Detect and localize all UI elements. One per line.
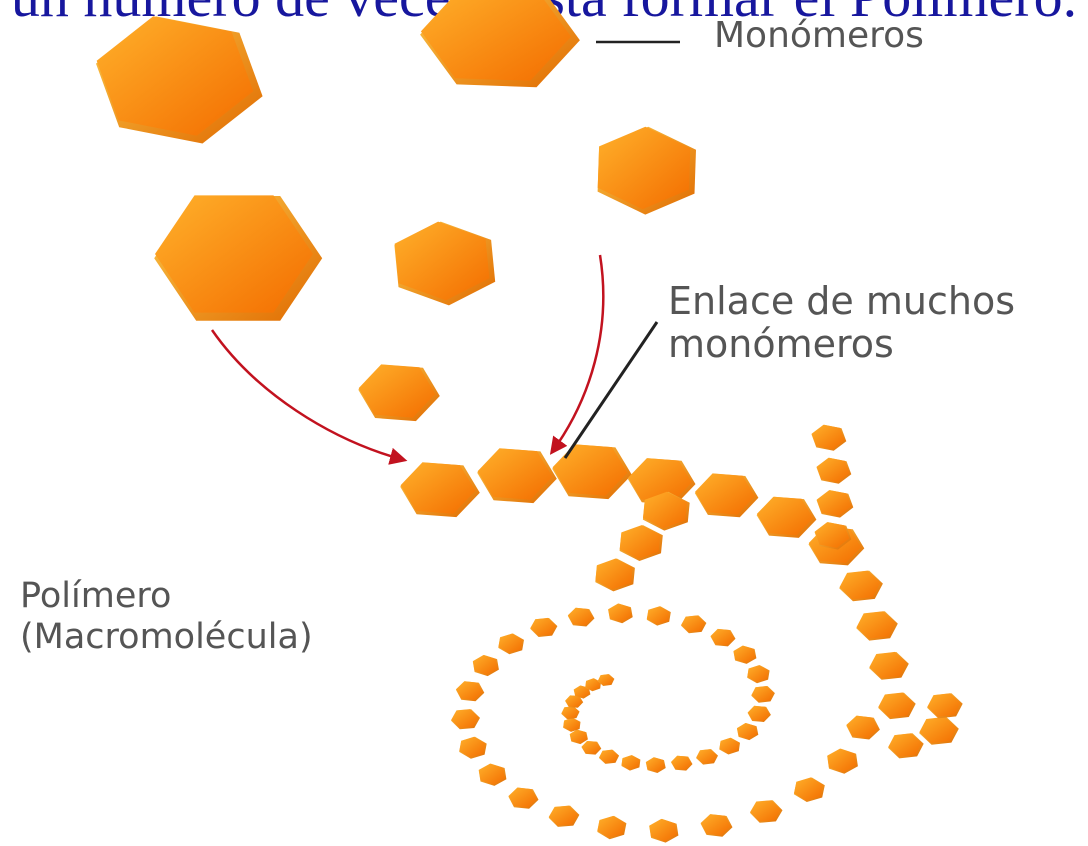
chain-monomer bbox=[846, 716, 880, 740]
chain-monomer bbox=[530, 618, 557, 637]
chain-monomer bbox=[649, 819, 678, 843]
chain-monomer bbox=[701, 814, 733, 837]
monomer-1 bbox=[96, 16, 263, 143]
monomer-4 bbox=[154, 195, 322, 320]
chain-monomer bbox=[508, 788, 538, 809]
chain-monomer bbox=[733, 646, 756, 664]
chain-monomer bbox=[451, 709, 480, 729]
chain-monomer bbox=[582, 741, 602, 755]
chain-monomer bbox=[751, 686, 775, 703]
chain-monomer bbox=[552, 444, 632, 499]
monomers-label: Monómeros bbox=[714, 16, 924, 56]
chain-monomer bbox=[748, 706, 771, 722]
monomer-3 bbox=[598, 127, 696, 215]
chain-monomer bbox=[570, 730, 588, 745]
chain-monomer bbox=[856, 611, 898, 640]
chain-monomer bbox=[456, 681, 484, 701]
chain-monomer bbox=[608, 604, 633, 624]
free-monomers bbox=[96, 0, 696, 421]
bond-label-line1: Enlace de muchos bbox=[668, 280, 1015, 323]
chain-monomer bbox=[473, 655, 499, 676]
chain-monomer bbox=[750, 800, 783, 823]
chain-monomer bbox=[747, 665, 769, 683]
chain-monomer bbox=[595, 559, 635, 592]
polymer-chain bbox=[400, 425, 963, 843]
chain-monomer bbox=[719, 738, 740, 755]
chain-monomer bbox=[568, 608, 595, 627]
chain-monomer bbox=[479, 764, 507, 786]
chain-monomer bbox=[812, 425, 847, 451]
monomer-6 bbox=[358, 364, 440, 421]
chain-monomer bbox=[888, 733, 924, 758]
polymer-label-line1: Polímero bbox=[20, 577, 171, 616]
chain-monomer bbox=[561, 706, 579, 719]
chain-monomer bbox=[737, 723, 758, 740]
chain-monomer bbox=[477, 448, 557, 503]
chain-monomer bbox=[878, 693, 916, 720]
chain-monomer bbox=[711, 629, 736, 647]
chain-monomer bbox=[620, 525, 663, 561]
chain-monomer bbox=[599, 750, 619, 764]
chain-monomer bbox=[671, 756, 693, 771]
monomer-5 bbox=[394, 222, 495, 306]
chain-monomer bbox=[794, 777, 825, 802]
chain-monomer bbox=[597, 816, 626, 839]
chain-monomer bbox=[839, 571, 883, 602]
chain-monomer bbox=[459, 737, 487, 759]
chain-monomer bbox=[695, 473, 759, 517]
chain-monomer bbox=[498, 634, 524, 655]
chain-monomer bbox=[827, 749, 858, 774]
chain-monomer bbox=[696, 749, 718, 765]
chain-monomer bbox=[563, 718, 580, 732]
chain-monomer bbox=[400, 462, 480, 517]
bond-label-line2: monómeros bbox=[668, 323, 894, 366]
chain-monomer bbox=[646, 757, 666, 773]
arrow-right bbox=[552, 255, 603, 452]
chain-monomer bbox=[681, 615, 706, 633]
polymer-label-line2: (Macromolécula) bbox=[20, 618, 313, 657]
chain-monomer bbox=[647, 606, 671, 625]
chain-monomer bbox=[927, 693, 963, 718]
bond-leader-line bbox=[565, 322, 657, 458]
chain-monomer bbox=[919, 717, 959, 745]
monomer-2 bbox=[420, 0, 580, 87]
chain-monomer bbox=[622, 755, 641, 771]
chain-monomer bbox=[817, 458, 852, 484]
chain-monomer bbox=[817, 490, 854, 517]
chain-monomer bbox=[757, 497, 817, 538]
chain-monomer bbox=[869, 652, 909, 680]
chain-monomer bbox=[549, 806, 580, 827]
